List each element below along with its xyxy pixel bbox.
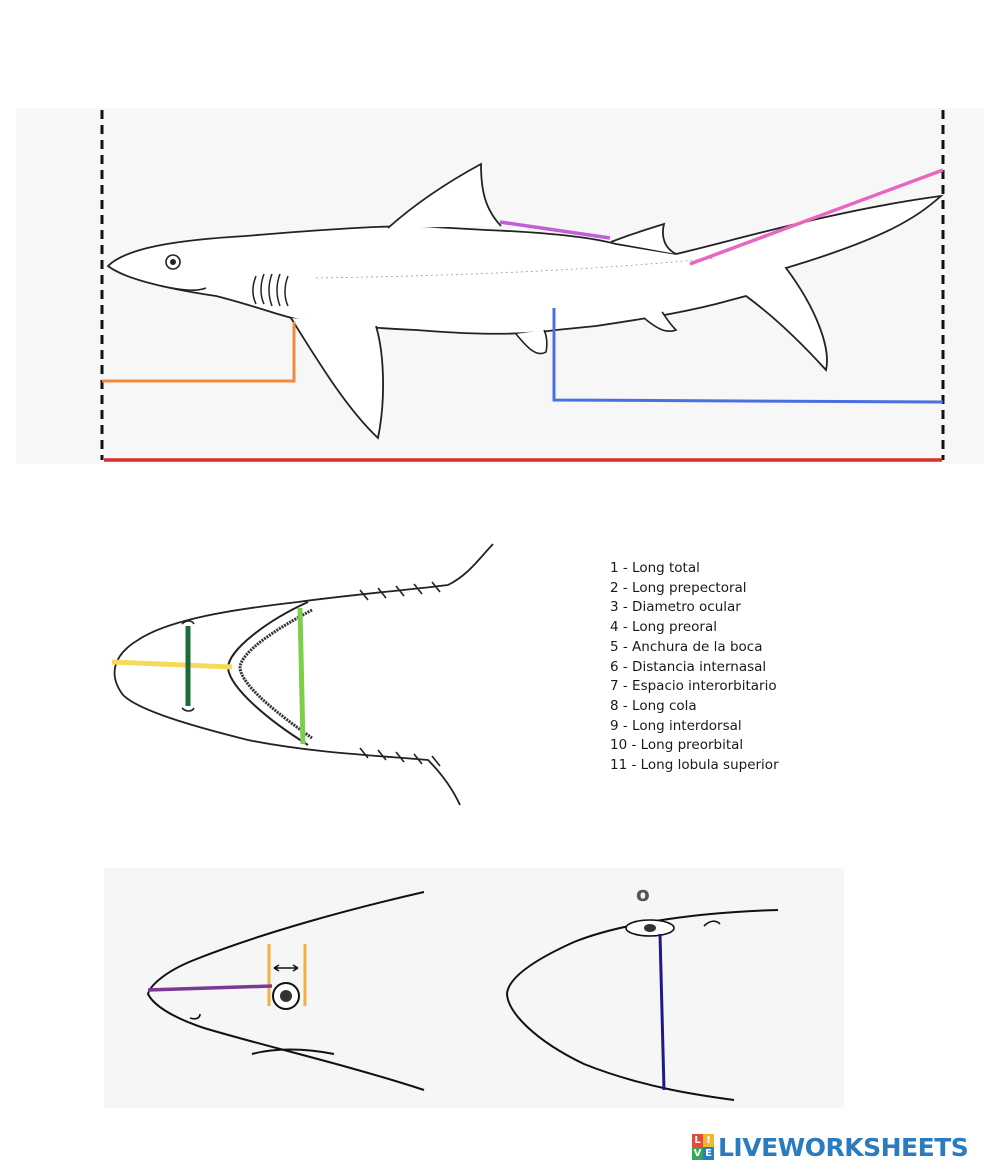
legend-item-1: 1 - Long total <box>610 559 779 579</box>
right-nostril <box>182 708 194 711</box>
head-detail-panel: o <box>104 868 844 1108</box>
liveworksheets-icon: L I V E <box>692 1134 714 1160</box>
dorsal-pupil <box>644 924 656 932</box>
legend-item-10: 10 - Long preorbital <box>610 736 779 756</box>
legend-item-4: 4 - Long preoral <box>610 618 779 638</box>
liveworksheets-logo: L I V E LIVEWORKSHEETS <box>692 1130 968 1164</box>
mouth-width-line <box>300 608 303 744</box>
measurement-legend: 1 - Long total 2 - Long prepectoral 3 - … <box>610 559 779 776</box>
head-detail-views: o <box>104 868 844 1108</box>
brand-icon-letter-v: V <box>692 1147 703 1160</box>
brand-icon-letter-l: L <box>692 1134 703 1147</box>
legend-item-2: 2 - Long prepectoral <box>610 579 779 599</box>
legend-item-3: 3 - Diametro ocular <box>610 598 779 618</box>
ventral-gill-slits-bottom <box>360 748 440 766</box>
ventral-head-view <box>108 540 508 810</box>
liveworksheets-wordmark: LIVEWORKSHEETS <box>718 1133 968 1162</box>
legend-item-9: 9 - Long interdorsal <box>610 717 779 737</box>
lateral-pupil <box>280 990 292 1002</box>
legend-item-6: 6 - Distancia internasal <box>610 658 779 678</box>
dorsal-view-label: o <box>636 882 650 906</box>
brand-icon-letter-i: I <box>703 1134 714 1147</box>
legend-item-7: 7 - Espacio interorbitario <box>610 677 779 697</box>
legend-item-8: 8 - Long cola <box>610 697 779 717</box>
shark-side-view-panel <box>16 108 984 464</box>
legend-item-5: 5 - Anchura de la boca <box>610 638 779 658</box>
shark-pupil <box>170 259 176 265</box>
ventral-gill-slits-top <box>360 582 440 600</box>
brand-icon-letter-e: E <box>703 1147 714 1160</box>
shark-side-view <box>16 108 984 464</box>
preoral-length-line <box>112 662 232 667</box>
legend-item-11: 11 - Long lobula superior <box>610 756 779 776</box>
ventral-head-view-panel <box>108 540 508 810</box>
